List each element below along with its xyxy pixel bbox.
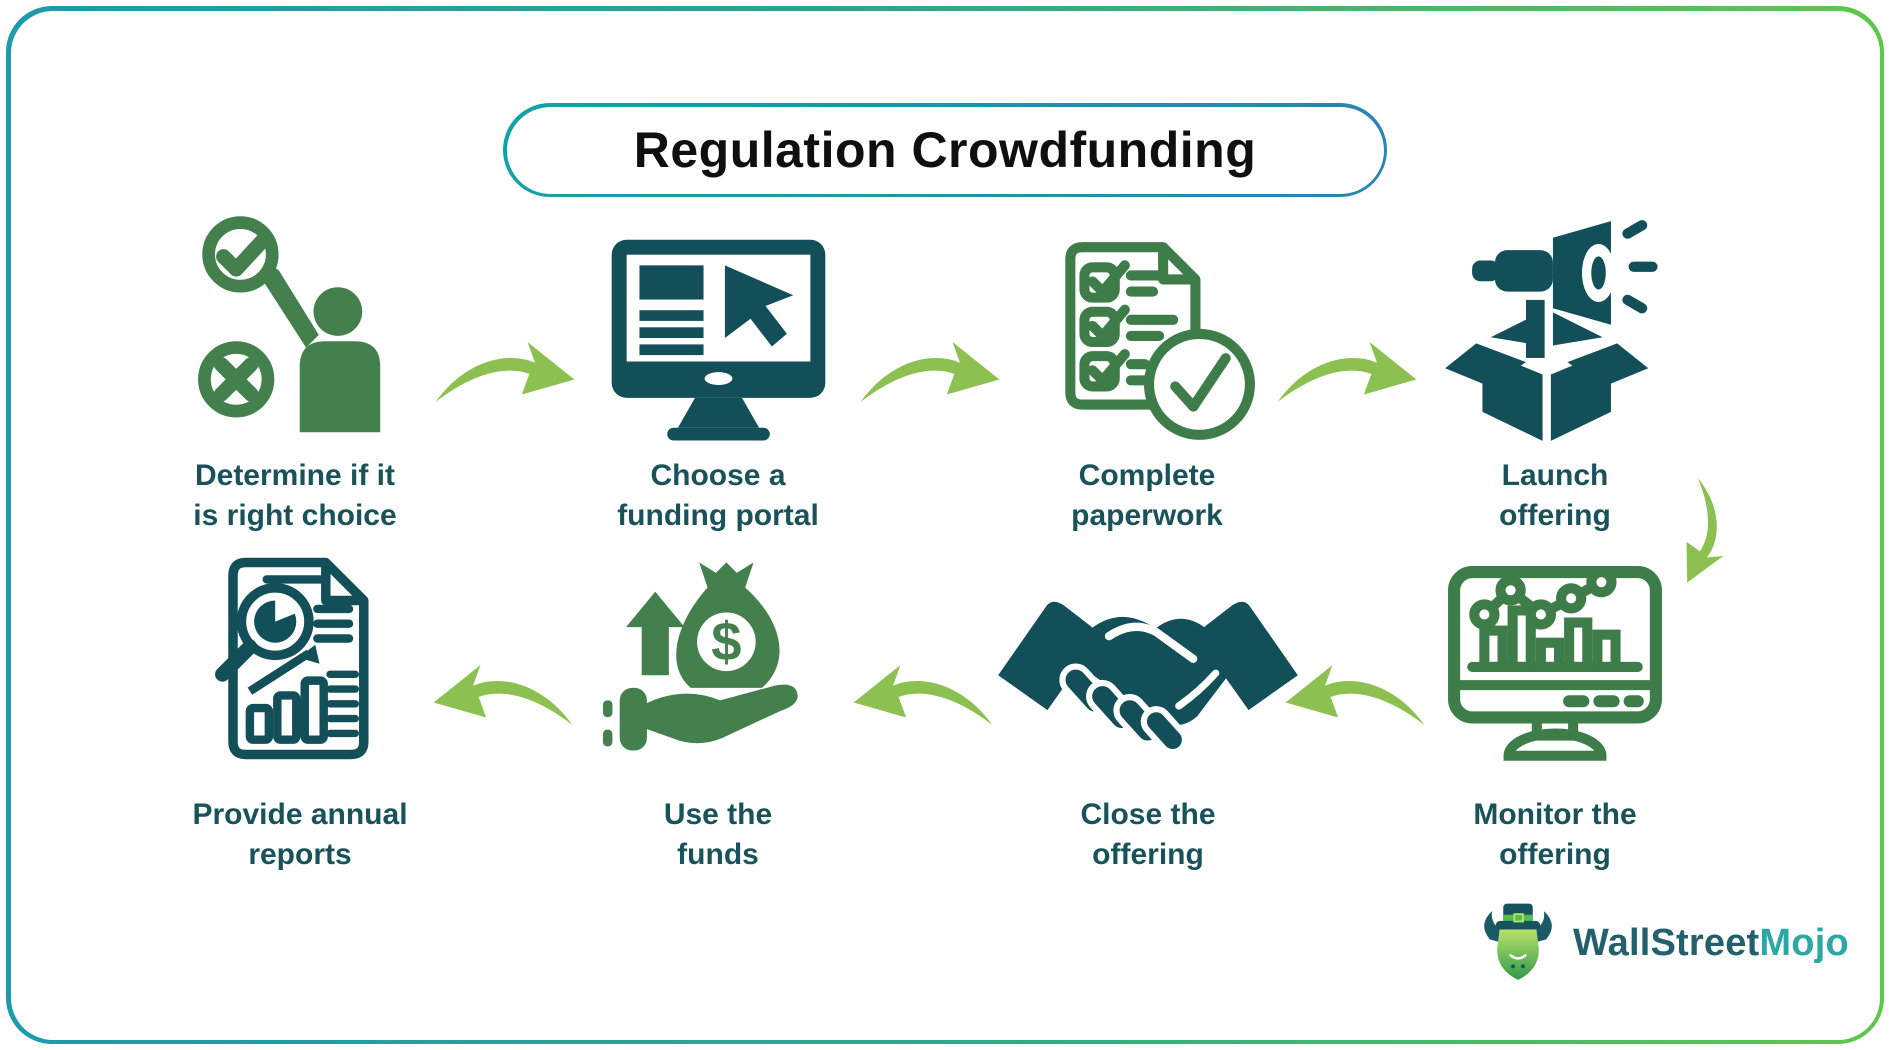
step-label: Complete paperwork [1071, 459, 1223, 533]
step-use-the-funds: $ Use the funds [528, 552, 908, 875]
arrow-step4-to-step5-icon [1650, 468, 1762, 600]
step-label: Monitor the offering [1473, 798, 1637, 872]
funding-portal-monitor-icon [611, 239, 825, 441]
wallstreetmojo-logo: WallStreetMojo [1475, 900, 1849, 986]
step-launch-offering: Launch offering [1365, 195, 1745, 536]
step-provide-annual-reports: Provide annual reports [110, 552, 490, 875]
handshake-icon [998, 601, 1298, 756]
monitor-analytics-icon [1448, 566, 1662, 761]
launch-box-megaphone-icon [1445, 220, 1658, 441]
step-close-offering: Close the offering [958, 552, 1338, 875]
logo-text-secondary: Mojo [1759, 921, 1849, 964]
logo-wordmark: WallStreetMojo [1573, 922, 1849, 965]
step-label: Provide annual reports [192, 798, 408, 872]
page-title: Regulation Crowdfunding [633, 122, 1257, 178]
step-monitor-offering: Monitor the offering [1365, 552, 1745, 875]
arrow-step1-to-step2-icon [430, 322, 580, 422]
step-label: Choose a funding portal [617, 459, 819, 533]
annual-report-icon [214, 557, 369, 760]
step-label: Close the offering [1080, 798, 1216, 872]
arrow-step6-to-step7-icon [848, 645, 998, 745]
arrow-step7-to-step8-icon [428, 645, 578, 745]
arrow-step2-to-step3-icon [855, 322, 1005, 422]
paperwork-checklist-icon [1065, 242, 1255, 440]
person-choice-icon [197, 216, 380, 433]
arrow-step5-to-step6-icon [1280, 645, 1430, 745]
money-bag-hand-icon: $ [603, 562, 798, 751]
dollar-sign: $ [711, 612, 741, 673]
step-label: Launch offering [1499, 459, 1611, 533]
step-determine-choice: Determine if it is right choice [105, 195, 485, 536]
step-choose-funding-portal: Choose a funding portal [528, 195, 908, 536]
arrow-step3-to-step4-icon [1272, 322, 1422, 422]
bull-mascot-icon [1484, 903, 1552, 980]
step-label: Use the funds [663, 798, 773, 872]
logo-text-primary: WallStreet [1573, 921, 1760, 964]
step-label: Determine if it is right choice [193, 459, 397, 533]
title-banner: Regulation Crowdfunding [503, 103, 1387, 197]
step-complete-paperwork: Complete paperwork [957, 195, 1337, 536]
